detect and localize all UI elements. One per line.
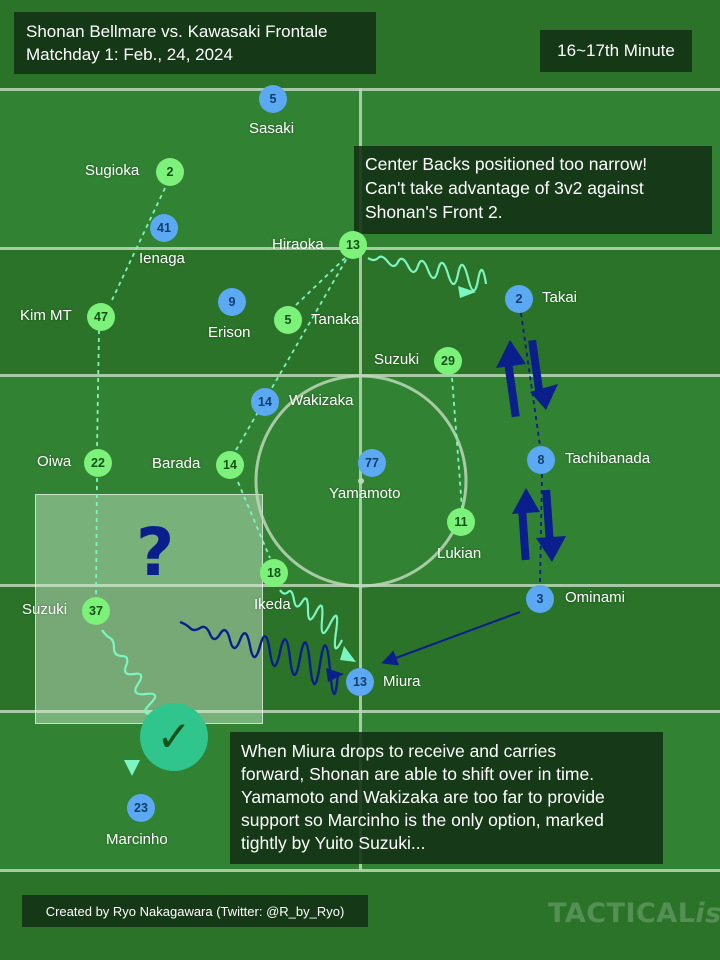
note-line: support so Marcinho is the only option, … (241, 810, 604, 830)
home-player-marker[interactable]: 13 (339, 231, 367, 259)
note-line: forward, Shonan are able to shift over i… (241, 764, 595, 784)
away-player-marker[interactable]: 41 (150, 214, 178, 242)
home-player-name: Ikeda (254, 596, 291, 613)
marking-line (295, 257, 346, 306)
title-box: Shonan Bellmare vs. Kawasaki Frontale Ma… (14, 12, 376, 74)
home-player-marker[interactable]: 47 (87, 303, 115, 331)
carry-path (179, 620, 340, 696)
away-player-name: Takai (542, 289, 578, 306)
away-player-name: Sasaki (249, 120, 295, 137)
marking-line (451, 377, 463, 509)
away-player-marker[interactable]: 77 (358, 449, 386, 477)
home-player-marker[interactable]: 37 (82, 597, 110, 625)
question-mark: ? (136, 514, 175, 591)
note-line: Yamamoto and Wakizaka are too far to pro… (241, 787, 605, 807)
home-player-name: Barada (152, 455, 201, 472)
away-player-marker[interactable]: 3 (526, 585, 554, 613)
home-player-marker[interactable]: 11 (447, 508, 475, 536)
away-player-name: Ienaga (139, 250, 185, 267)
home-player-name: Oiwa (37, 453, 72, 470)
away-player-marker[interactable]: 9 (218, 288, 246, 316)
credit: Created by Ryo Nakagawara (Twitter: @R_b… (22, 895, 368, 927)
carry-path (279, 589, 343, 650)
swap-arrows-bottom (512, 488, 566, 562)
home-player-name: Suzuki (374, 351, 420, 368)
away-player-marker[interactable]: 8 (527, 446, 555, 474)
home-player-marker[interactable]: 29 (434, 347, 462, 375)
away-player-marker[interactable]: 23 (127, 794, 155, 822)
center-circle (254, 374, 468, 588)
watermark: TACTICALista (548, 898, 720, 929)
home-player-name: Suzuki (22, 601, 68, 618)
away-player-name: Yamamoto (329, 485, 401, 502)
carry-path (367, 255, 488, 292)
home-player-marker[interactable]: 2 (156, 158, 184, 186)
away-player-name: Ominami (565, 589, 626, 606)
home-player-name: Hiraoka (272, 236, 324, 253)
away-player-marker[interactable]: 13 (346, 668, 374, 696)
away-player-name: Erison (208, 324, 251, 341)
center-spot (358, 478, 364, 484)
swap-arrows-top (496, 339, 558, 418)
note-line: Shonan's Front 2. (365, 202, 503, 222)
arrowhead (326, 668, 344, 682)
marking-line (237, 481, 271, 559)
away-player-marker[interactable]: 14 (251, 388, 279, 416)
away-player-name: Tachibanada (565, 450, 651, 467)
pass-line (381, 611, 521, 666)
minute-box: 16~17th Minute (540, 30, 692, 72)
away-player-marker[interactable]: 5 (259, 85, 287, 113)
note-line: Can't take advantage of 3v2 against (365, 178, 644, 198)
note-line: When Miura drops to receive and carries (241, 741, 557, 761)
away-player-name: Miura (383, 673, 421, 690)
match-title: Shonan Bellmare vs. Kawasaki Frontale (26, 22, 328, 41)
check-icon: ✓ (156, 711, 192, 761)
marking-line (539, 473, 543, 586)
match-date: Matchday 1: Feb., 24, 2024 (26, 45, 233, 64)
note-top: Center Backs positioned too narrow! Can'… (354, 146, 712, 234)
arrowhead (340, 646, 356, 662)
note-line: tightly by Yuito Suzuki... (241, 833, 426, 853)
home-player-marker[interactable]: 5 (274, 306, 302, 334)
home-player-marker[interactable]: 18 (260, 559, 288, 587)
away-player-name: Marcinho (106, 831, 168, 848)
arrowhead (124, 760, 140, 776)
marking-line (96, 329, 100, 451)
home-player-marker[interactable]: 22 (84, 449, 112, 477)
home-player-marker[interactable]: 14 (216, 451, 244, 479)
highlight-zone (35, 494, 263, 724)
marking-line (520, 312, 541, 447)
away-player-name: Wakizaka (289, 392, 354, 409)
pitch-line (0, 869, 720, 872)
marking-line (95, 477, 98, 597)
marking-line (235, 252, 351, 451)
arrowhead (458, 286, 476, 298)
away-player-marker[interactable]: 2 (505, 285, 533, 313)
note-line: Center Backs positioned too narrow! (365, 154, 648, 174)
home-player-name: Lukian (437, 545, 482, 562)
home-player-name: Tanaka (311, 311, 360, 328)
marking-line (111, 187, 166, 301)
note-bottom: When Miura drops to receive and carries … (230, 732, 663, 864)
home-player-name: Sugioka (85, 162, 140, 179)
check-circle (140, 703, 208, 771)
home-player-name: Kim MT (20, 307, 72, 324)
